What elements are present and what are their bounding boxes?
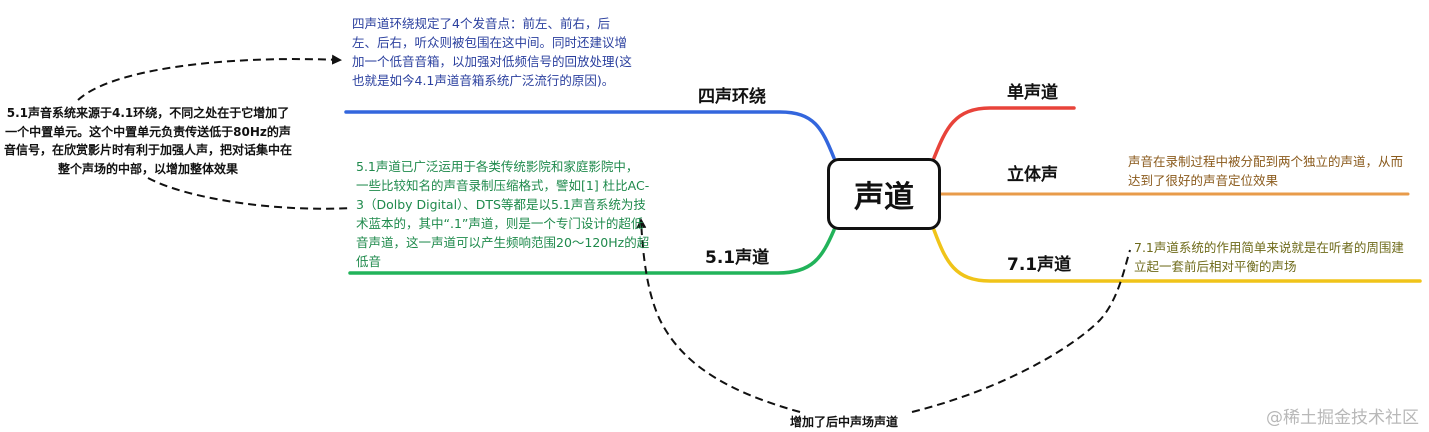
topic-surround51[interactable]: 5.1声道	[705, 248, 770, 268]
dashed-link-left-to-51-note	[147, 177, 353, 210]
branch-quad	[344, 110, 836, 160]
note-bottom-rear-center: 增加了后中声场声道	[790, 415, 899, 429]
topic-quad[interactable]: 四声环绕	[698, 87, 766, 107]
topic-surround71[interactable]: 7.1声道	[1007, 255, 1072, 275]
note-surround71: 7.1声道系统的作用简单来说就是在听者的周围建立起一套前后相对平衡的声场	[1134, 240, 1404, 274]
root-node-channels[interactable]: 声道	[827, 158, 941, 230]
note-left-51-origin: 5.1声音系统来源于4.1环绕，不同之处在于它增加了一个中置单元。这个中置单元负…	[4, 106, 293, 176]
topic-mono[interactable]: 单声道	[1007, 83, 1058, 103]
topic-stereo[interactable]: 立体声	[1007, 165, 1058, 185]
dashed-arrow-to-quad-note	[77, 54, 342, 101]
branch-surround71	[932, 228, 1422, 283]
note-stereo: 声音在录制过程中被分配到两个独立的声道，从而达到了很好的声音定位效果	[1128, 154, 1404, 188]
note-quad: 四声道环绕规定了4个发音点：前左、前右，后左、后右，听众则被包围在这中间。同时还…	[352, 16, 632, 88]
watermark-text: @稀土掘金技术社区	[1266, 408, 1419, 428]
branch-surround51	[348, 228, 836, 275]
branch-mono	[932, 106, 1076, 160]
note-surround51: 5.1声道已广泛运用于各类传统影院和家庭影院中，一些比较知名的声音录制压缩格式，…	[356, 159, 650, 269]
dashed-arrow-bottom-to-51-note	[636, 218, 801, 413]
